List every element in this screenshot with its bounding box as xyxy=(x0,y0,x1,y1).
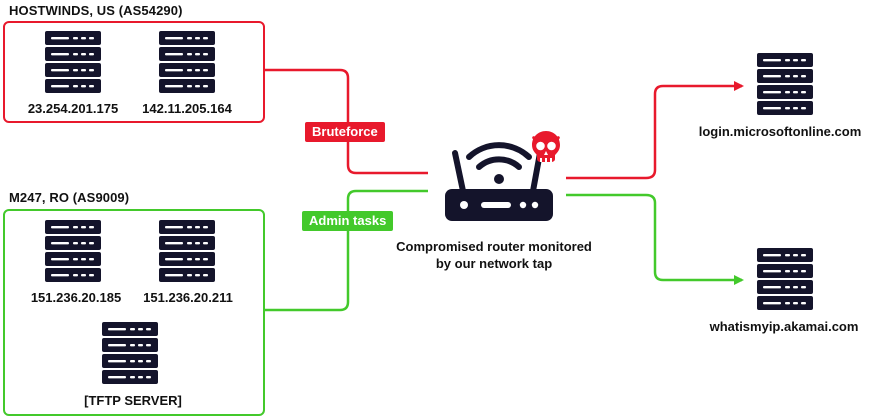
server-rack-icon xyxy=(757,53,813,115)
server-rack-icon xyxy=(757,248,813,310)
destination-login-label: login.microsoftonline.com xyxy=(698,124,862,139)
server-rack-icon xyxy=(102,322,158,384)
router-to-login-line xyxy=(566,81,744,180)
bruteforce-label: Bruteforce xyxy=(305,122,385,142)
server-rack-icon xyxy=(45,31,101,93)
tftp-server-label: [TFTP SERVER] xyxy=(84,393,182,408)
m247-server-2-ip: 151.236.20.211 xyxy=(143,290,233,305)
hostwinds-server-1-ip: 23.254.201.175 xyxy=(27,101,119,116)
m247-group-box xyxy=(3,209,265,416)
wifi-router-icon xyxy=(445,142,553,221)
hostwinds-server-2-ip: 142.11.205.164 xyxy=(142,101,232,116)
server-rack-icon xyxy=(45,220,101,282)
server-rack-icon xyxy=(159,31,215,93)
hostwinds-group-box xyxy=(3,21,265,123)
router-caption-line-1: Compromised router monitored xyxy=(396,239,592,254)
skull-icon xyxy=(532,131,560,162)
server-rack-icon xyxy=(159,220,215,282)
destination-akamai-label: whatismyip.akamai.com xyxy=(709,319,859,334)
m247-server-1-ip: 151.236.20.185 xyxy=(30,290,122,305)
hostwinds-group-title: HOSTWINDS, US (AS54290) xyxy=(9,3,183,18)
admin-tasks-label: Admin tasks xyxy=(302,211,394,231)
m247-group-title: M247, RO (AS9009) xyxy=(9,190,130,205)
router-caption-line-2: by our network tap xyxy=(435,256,553,271)
bruteforce-line xyxy=(264,68,428,175)
router-caption: Compromised router monitored by our netw… xyxy=(396,238,592,272)
admin-tasks-line xyxy=(264,189,428,312)
router-to-akamai-line xyxy=(566,193,744,285)
